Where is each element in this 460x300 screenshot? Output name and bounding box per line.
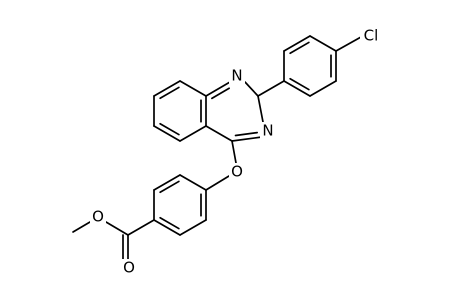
bond-c4-c4a	[205, 125, 233, 142]
bond-o-ether-c1pp	[205, 175, 230, 191]
atom-o-carbonyl: O	[121, 259, 137, 277]
bond-c8-c7-outer	[153, 80, 181, 97]
bond-c2-n3	[257, 95, 264, 123]
bond-o-ester-methyl	[72, 221, 91, 233]
bond-c3prime-c4prime	[309, 35, 337, 52]
bond-c4pp-c5pp-inner	[159, 216, 180, 230]
bond-c6prime-c1prime-outer	[283, 80, 311, 97]
bond-c4-o-ether	[231, 140, 237, 164]
bond-c4prime-cl	[335, 36, 362, 52]
atom-label-o-carbonyl: O	[123, 259, 135, 277]
bond-c8a-c8	[179, 80, 207, 97]
bond-c5prime-c6prime	[309, 80, 337, 97]
bond-c5-c4a	[179, 125, 207, 142]
atom-label-n3: N	[262, 122, 273, 140]
bond-layer	[72, 35, 362, 260]
bond-c8a-n1-inner	[211, 87, 231, 100]
bond-c2prime-c3prime-outer	[283, 35, 311, 52]
atom-label-o-ether: O	[231, 163, 243, 181]
atom-n3: N	[260, 122, 276, 140]
atom-label-cl: Cl	[364, 27, 379, 45]
bond-c2pp-c3pp-outer	[153, 174, 181, 191]
atom-o-ester: O	[90, 208, 106, 226]
bond-n1-c2	[244, 81, 259, 97]
bond-c6prime-c1prime-inner	[289, 77, 310, 91]
atom-label-n1: N	[231, 67, 242, 85]
bond-c4pp-c5pp-outer	[153, 219, 181, 236]
bond-c4pp-ccarbonyl	[127, 219, 155, 236]
bond-ccarbonyl-o-ester	[105, 221, 129, 236]
bond-c8a-n1-outer	[205, 81, 231, 97]
bond-c2prime-c3prime-inner	[289, 41, 310, 55]
atom-label-o-ester: O	[92, 208, 104, 226]
bond-c6-c5-outer	[153, 125, 181, 142]
atom-cl: Cl	[360, 27, 382, 45]
bond-c1pp-c2pp	[179, 174, 207, 191]
bond-c5pp-c6pp	[179, 219, 207, 236]
bond-c6-c5-inner	[159, 122, 180, 136]
bond-c2-c1prime	[257, 80, 285, 97]
bond-n3-c4-inner	[234, 131, 258, 137]
atom-o-ether: O	[229, 163, 245, 181]
bond-n3-c4-outer	[231, 136, 263, 142]
bond-c8-c7-inner	[159, 86, 180, 100]
bond-c2pp-c3pp-inner	[159, 180, 180, 194]
atom-n1: N	[229, 67, 245, 85]
